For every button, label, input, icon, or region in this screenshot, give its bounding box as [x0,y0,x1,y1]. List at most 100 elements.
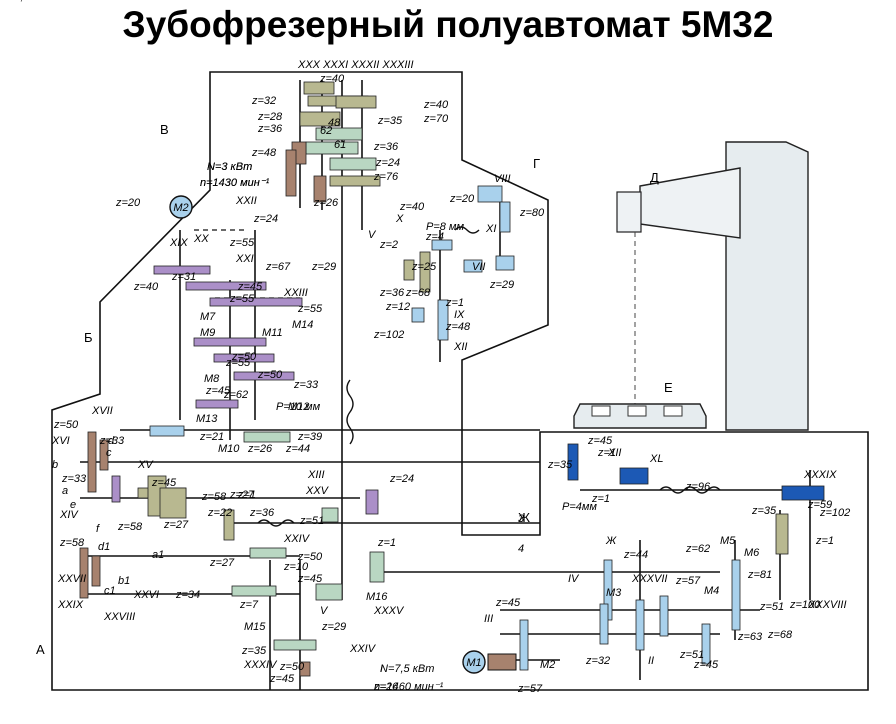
diagram-label: z=51 [679,649,704,661]
gear-block [313,175,327,203]
diagram-label: z=24 [389,473,414,485]
page-title: Зубофрезерный полуавтомат 5М32 [122,4,774,45]
diagram-label: M3 [606,587,622,599]
diagram-label: XI [485,223,496,235]
diagram-label: z=1 [237,489,256,501]
diagram-label: z=12 [385,301,410,313]
diagram-label: IV [568,573,580,585]
diagram-label: VIII [494,173,511,185]
diagram-label: z=55 [297,303,323,315]
diagram-label: z=4 [425,231,444,243]
diagram-label: z=1 [377,537,396,549]
diagram-label: XIX [169,237,188,249]
gear-block [233,371,295,381]
diagram-label: z=63 [737,631,763,643]
diagram-label: z=27 [229,489,255,501]
diagram-label: z=27 [163,519,189,531]
gear-block [159,487,187,519]
diagram-label: z=25 [411,261,437,273]
gear-block [329,157,377,171]
gear-block [499,201,511,233]
diagram-label: z=26 [247,443,273,455]
gear-block [91,555,101,587]
diagram-label: XL [649,453,663,465]
diagram-label: z=33 [99,435,125,447]
diagram-label: z=10 [283,561,309,573]
diagram-label: z=57 [675,575,701,587]
diagram-label: z=81 [747,569,772,581]
gear-block [495,255,515,271]
gear-block [477,185,503,203]
diagram-label: M2 [540,659,555,671]
diagram-label: z=50 [53,419,79,431]
diagram-label: z=45 [297,573,323,585]
diagram-label: z=80 [519,207,545,219]
diagram-label: z=36 [249,507,275,519]
diagram-label: z=48 [445,321,471,333]
gear-block [635,599,645,651]
diagram-label: z=45 [205,385,231,397]
motor-m2-label: М2 [173,202,188,214]
diagram-label: z=36 [379,287,405,299]
diagram-label: d [108,435,115,447]
diagram-label: XXIV [283,533,311,545]
diagram-label: z=21 [199,431,224,443]
diagram-label: z=40 [423,99,449,111]
diagram-label: b [52,459,58,471]
diagram-label: z=45 [151,477,177,489]
diagram-label: z=39 [297,431,322,443]
diagram-label: XVI [51,435,70,447]
lead-screws [257,226,721,527]
diagram-label: z=1 [815,535,834,547]
diagram-label: XXIII [283,287,308,299]
diagram-label: z=36 [373,141,399,153]
gear-block [87,431,97,493]
diagram-label: z=62 [685,543,710,555]
gear-block [193,337,267,347]
diagram-label: z=45 [587,435,613,447]
diagram-label: z=29 [489,279,514,291]
diagram-label: XXV [305,485,330,497]
gear-block [365,489,379,515]
diagram-label: z=55 [229,237,255,249]
diagram-label: P=10 мм [276,401,321,413]
gear-block [111,475,121,503]
diagram-label: d1 [98,541,110,553]
gear-block [335,95,377,109]
gear-block [195,399,239,409]
gear-block [231,585,277,597]
diagram-label: 4 [518,543,524,555]
svg-text:Б: Б [84,330,93,345]
gear-block [79,547,89,599]
svg-text:Д: Д [650,170,659,185]
gear-block [567,443,579,481]
gear-block [209,297,303,307]
diagram-label: z=45 [693,659,719,671]
diagram-label: z=31 [171,271,196,283]
diagram-label: z=102 [819,507,850,519]
diagram-label: z=29 [321,621,346,633]
diagram-label: M12 [288,401,309,413]
diagram-label: M15 [244,621,266,633]
gear-block [781,485,825,501]
machine-outline [51,71,869,691]
diagram-label: XXVIII [103,611,135,623]
gear-block [731,559,741,631]
gear-block [149,425,185,437]
diagram-label: z=59 [807,499,832,511]
diagram-label: z=28 [257,111,283,123]
diagram-label: z=40 [319,73,345,85]
diagram-label: XIV [59,509,79,521]
diagram-label: XXXVIII [807,599,847,611]
diagram-label: z=40 [399,201,425,213]
gear-block [659,595,669,637]
gear-block [403,259,415,281]
diagram-label: c1 [104,585,116,597]
diagram-label: z=29 [311,261,336,273]
diagram-label: z=24 [253,213,278,225]
diagram-label: n=1460 мин⁻¹ [0,0,70,3]
gear-block [303,81,335,95]
gear-block [411,307,425,323]
gear-block [369,551,385,583]
